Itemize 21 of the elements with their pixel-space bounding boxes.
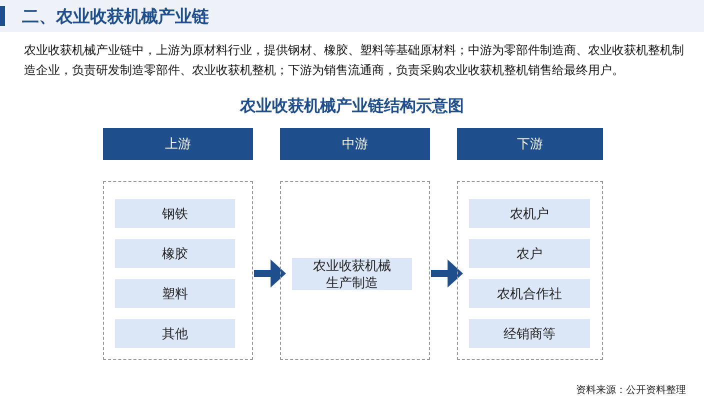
stage-header: 中游 bbox=[280, 128, 430, 160]
stage-header: 下游 bbox=[457, 128, 603, 160]
item-box: 农户 bbox=[469, 239, 590, 268]
arrow bbox=[431, 260, 463, 288]
chart-title: 农业收获机械产业链结构示意图 bbox=[238, 96, 465, 117]
item-box: 橡胶 bbox=[115, 239, 235, 268]
item-box: 农业收获机械生产制造 bbox=[292, 258, 412, 290]
item-box: 经销商等 bbox=[469, 319, 590, 348]
intro-paragraph: 农业收获机械产业链中，上游为原材料行业，提供钢材、橡胶、塑料等基础原材料；中游为零部件制造商、农业收获机整机制造企业，负责研发制造零部件、农业收获机整机；下游为销售流通商，负责采购农业收获机整机销售给最终用户。 bbox=[24, 42, 685, 79]
item-box: 钢铁 bbox=[115, 199, 235, 228]
section-heading: 二、农业收获机械产业链 bbox=[22, 6, 209, 28]
source-note: 资料来源：公开资料整理 bbox=[576, 384, 686, 397]
dashed-panel bbox=[103, 181, 253, 360]
dashed-panel bbox=[457, 181, 603, 360]
item-box: 农机合作社 bbox=[469, 279, 590, 308]
item-box: 农机户 bbox=[469, 199, 590, 228]
item-box: 其他 bbox=[115, 319, 235, 348]
item-box: 塑料 bbox=[115, 279, 235, 308]
stage-header: 上游 bbox=[103, 128, 253, 160]
arrow bbox=[254, 260, 286, 288]
dashed-panel bbox=[280, 181, 430, 360]
